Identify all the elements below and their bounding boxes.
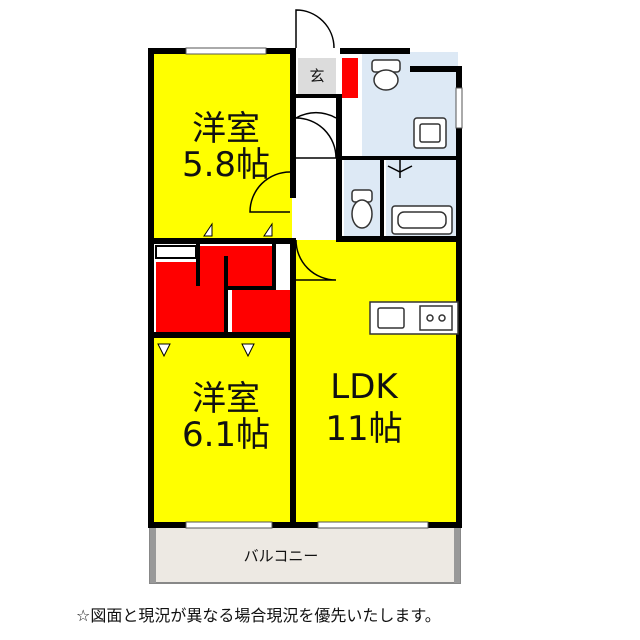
- western-room-bottom: [152, 338, 292, 522]
- kitchen-sink-icon: [377, 307, 405, 329]
- balcony-label: バルコニー: [244, 547, 319, 565]
- toilet-icon: [371, 59, 401, 91]
- western-room-top-size: 5.8帖: [182, 145, 270, 185]
- western-room-bottom-size: 6.1帖: [182, 415, 270, 455]
- windows: [185, 47, 463, 529]
- door-swings: [249, 9, 413, 281]
- western-room-bottom-name: 洋室: [192, 379, 260, 419]
- balcony: バルコニー: [149, 526, 461, 584]
- sliding-doors: [157, 222, 273, 358]
- western-room-top: [152, 52, 292, 240]
- toilet-icon-2: [351, 189, 373, 229]
- western-room-top-name: 洋室: [192, 109, 260, 149]
- kitchen-counter: [369, 301, 459, 335]
- ldk-room: [296, 240, 460, 522]
- disclaimer-note: ☆図面と現況が異なる場合現況を優先いたします。: [76, 606, 441, 625]
- bathtub-icon: [391, 205, 453, 235]
- washbasin-icon: [413, 117, 447, 149]
- entrance: 玄: [298, 58, 336, 94]
- ldk-name: LDK: [330, 367, 399, 407]
- storage-closets: [155, 58, 358, 332]
- entrance-label: 玄: [309, 67, 324, 85]
- stove-icon: [419, 305, 453, 331]
- ldk-size: 11帖: [325, 409, 402, 449]
